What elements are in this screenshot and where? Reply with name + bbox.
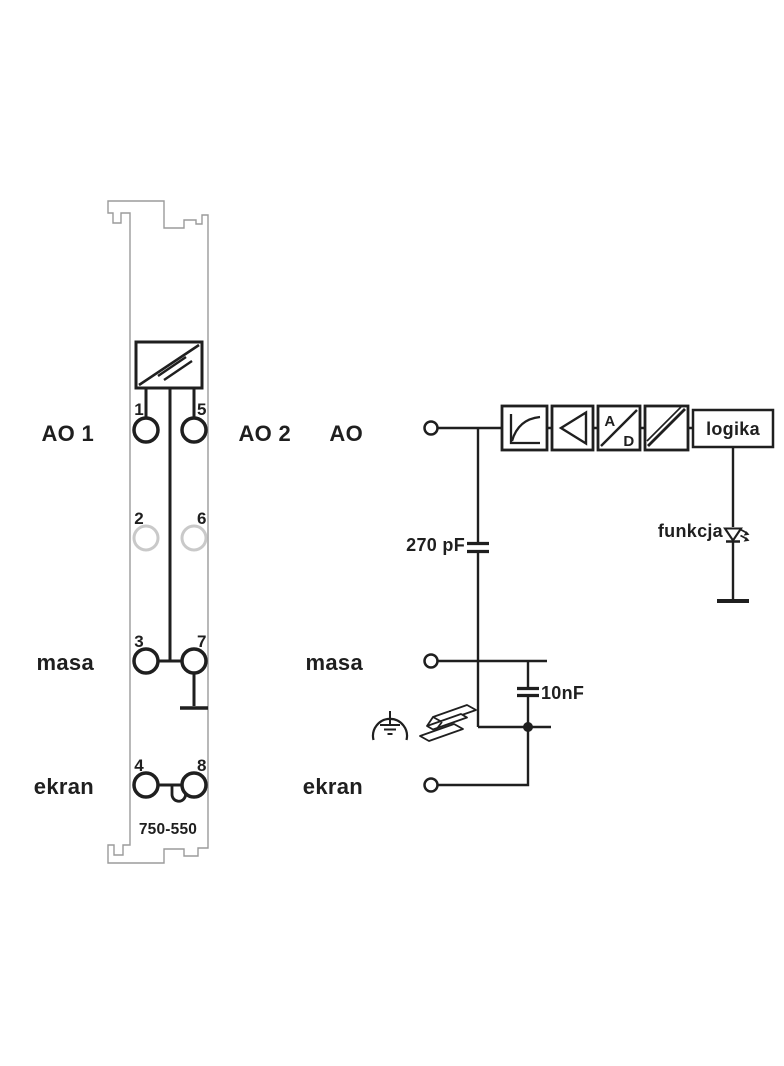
label-ekran-left: ekran [34,774,94,799]
terminal-4-circle [132,771,160,799]
ekran-terminal-circle [423,777,439,793]
capacitor-10nf-label: 10nF [541,683,584,703]
label-ao1: AO 1 [41,421,94,446]
led-label: funkcja [658,521,724,541]
terminal-2-number: 2 [134,509,144,528]
terminal-2-circle [132,524,160,552]
terminal-8-number: 8 [197,756,207,775]
ao-terminal-circle [423,420,439,436]
label-masa-mid: masa [306,650,364,675]
isolation-block [643,404,690,452]
amplifier-triangle-icon [558,410,588,446]
terminal-5-circle [180,416,208,444]
module-outline [107,200,209,864]
amplifier-block [550,404,595,452]
isolation-diagonal-thin [646,406,682,442]
dac-converter-icon [134,340,204,390]
isolation-diagonal [647,408,686,447]
label-ao2: AO 2 [238,421,291,446]
label-ekran-mid: ekran [303,774,363,799]
label-ao: AO [329,421,363,446]
module-wires [144,388,196,787]
label-masa-left: masa [37,650,95,675]
logic-block [691,408,775,449]
terminal-1-number: 1 [134,400,144,419]
capacitor-10nf-icon [517,686,539,698]
filter-block [500,404,549,452]
wire-ekran [438,727,530,787]
terminal-7-number: 7 [197,632,207,651]
terminal-8-circle [180,771,208,799]
capacitor-270pf-icon [467,541,489,554]
filter-curve-icon [509,414,541,445]
shield-hook-icon [170,785,187,803]
terminal-4-number: 4 [134,756,144,775]
module-part-number: 750-550 [139,821,197,838]
terminal-1-circle [132,416,160,444]
capacitor-270pf-label: 270 pF [406,535,465,555]
adc-letter-a: A [604,413,615,430]
terminal-5-number: 5 [197,400,207,419]
schematic-wires [438,426,735,787]
terminal-6-number: 6 [197,509,207,528]
masa-terminal-circle [423,653,439,669]
terminal-7-circle [180,647,208,675]
led-icon [723,527,750,543]
junction-dot [523,722,533,732]
din-rail-icon [419,704,477,742]
adc-diagonal [600,409,638,447]
terminal-6-circle [180,524,208,552]
adc-letter-d: D [623,433,634,450]
earth-ground-icon [371,711,409,741]
adc-block [596,404,642,452]
logic-block-label: logika [706,419,761,439]
terminal-3-circle [132,647,160,675]
terminal-3-number: 3 [134,632,144,651]
